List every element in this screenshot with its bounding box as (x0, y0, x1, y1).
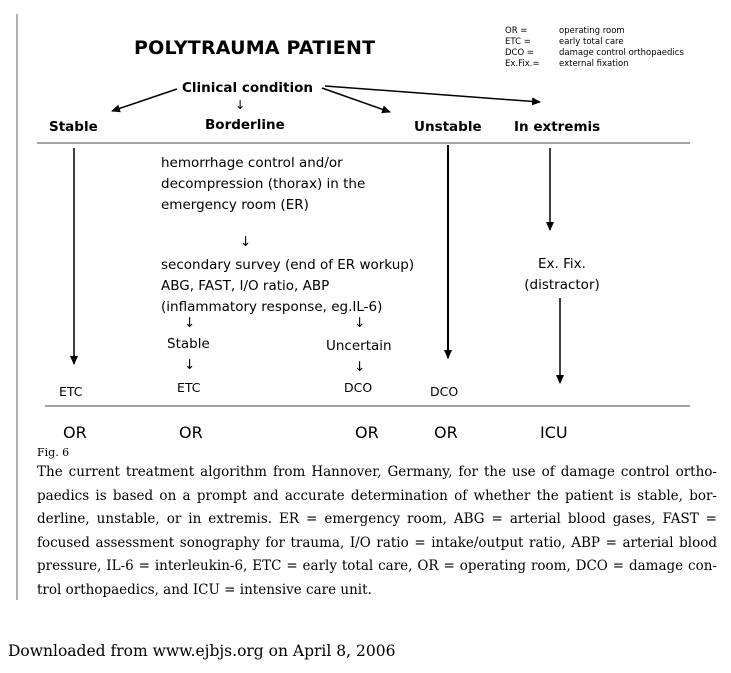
outcome-borderline-stable: ETC (177, 380, 201, 395)
borderline-step1: hemorrhage control and/or decompression … (161, 153, 365, 216)
arrow-to-unstable (321, 87, 391, 114)
category-borderline: Borderline (205, 117, 285, 133)
borderline-step2: secondary survey (end of ER workup) ABG,… (161, 255, 414, 318)
step-line: decompression (thorax) in the (161, 176, 366, 192)
legend-row: DCO = damage control orthopaedics (505, 48, 684, 59)
legend-meaning: early total care (559, 37, 624, 47)
step-line: emergency room (ER) (161, 197, 309, 213)
arrow-down-icon: ↓ (354, 315, 366, 331)
arrow-down-icon: ↓ (184, 315, 196, 331)
category-unstable: Unstable (414, 119, 482, 135)
arrow-down-icon: ↓ (184, 357, 196, 373)
extremis-step: Ex. Fix. (distractor) (516, 254, 608, 296)
step-line: (distractor) (524, 277, 600, 293)
outcome-stable: ETC (59, 384, 83, 399)
legend-row: ETC = early total care (505, 37, 684, 48)
figure-caption: The current treatment algorithm from Han… (37, 464, 717, 598)
arrow-down-icon: ↓ (354, 359, 366, 375)
destination-stable: OR (63, 423, 87, 442)
arrow-down-icon: ↓ (235, 97, 246, 112)
step-line: Ex. Fix. (538, 256, 586, 272)
step-line: (inflammatory response, eg.IL-6) (161, 299, 383, 315)
arrow-to-stable (111, 88, 178, 113)
abbreviation-legend: OR = operating room ETC = early total care… (505, 26, 684, 70)
category-stable: Stable (49, 119, 98, 135)
diagram-title: POLYTRAUMA PATIENT (134, 37, 376, 59)
root-clinical-condition: Clinical condition (182, 80, 313, 96)
download-footer: Downloaded from www.ejbjs.org on April 8… (8, 642, 396, 660)
outcome-unstable: DCO (430, 384, 459, 399)
destination-borderline-uncertain: OR (355, 423, 379, 442)
outcome-borderline-uncertain: DCO (344, 380, 373, 395)
destination-borderline-stable: OR (179, 423, 203, 442)
legend-abbr: OR = (505, 26, 528, 36)
legend-row: Ex.Fix.= external fixation (505, 59, 684, 70)
legend-abbr: Ex.Fix.= (505, 59, 540, 69)
step-line: hemorrhage control and/or (161, 155, 343, 171)
legend-meaning: damage control orthopaedics (559, 48, 684, 58)
arrow-down-icon: ↓ (240, 234, 252, 250)
legend-meaning: external fixation (559, 59, 629, 69)
legend-abbr: DCO = (505, 48, 534, 58)
legend-row: OR = operating room (505, 26, 684, 37)
step-line: secondary survey (end of ER workup) (161, 257, 415, 273)
step-line: ABG, FAST, I/O ratio, ABP (161, 278, 330, 294)
legend-abbr: ETC = (505, 37, 531, 47)
branch-uncertain: Uncertain (326, 338, 392, 354)
category-extremis: In extremis (514, 119, 601, 135)
figure-label: Fig. 6 (37, 446, 70, 459)
branch-stable: Stable (167, 336, 210, 352)
arrow-to-extremis (324, 85, 541, 106)
legend-meaning: operating room (559, 26, 625, 36)
destination-extremis: ICU (540, 423, 568, 442)
destination-unstable: OR (434, 423, 458, 442)
